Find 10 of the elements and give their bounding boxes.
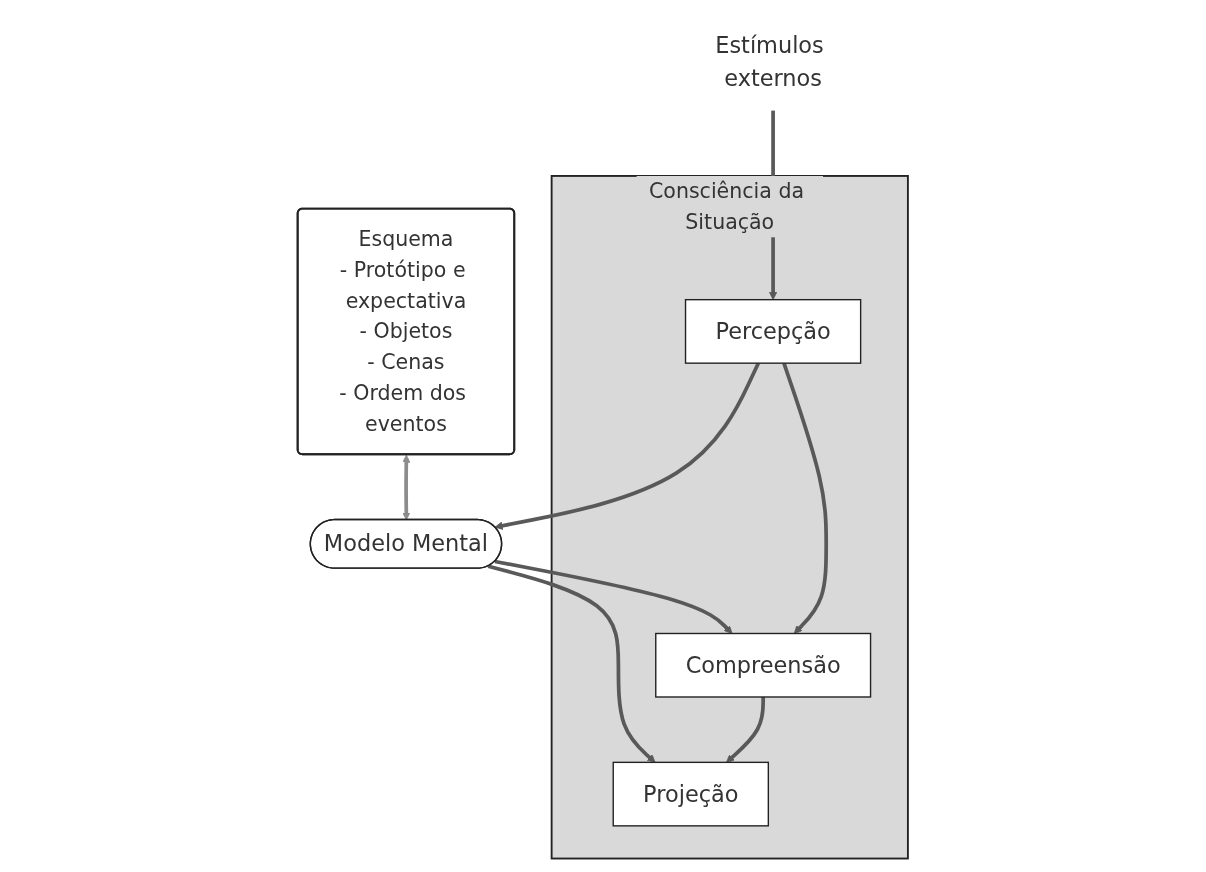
- node-box: Compreensão: [655, 632, 872, 698]
- arrow: [726, 697, 766, 763]
- node-box: Projeção: [612, 761, 770, 827]
- arrow: [782, 362, 829, 634]
- arrow: [487, 564, 656, 763]
- arrow: [494, 559, 733, 634]
- node-box: Percepção: [685, 298, 862, 364]
- arrow: [494, 362, 761, 530]
- arrow: [402, 454, 411, 521]
- node-text: Estímulos externos: [715, 32, 824, 92]
